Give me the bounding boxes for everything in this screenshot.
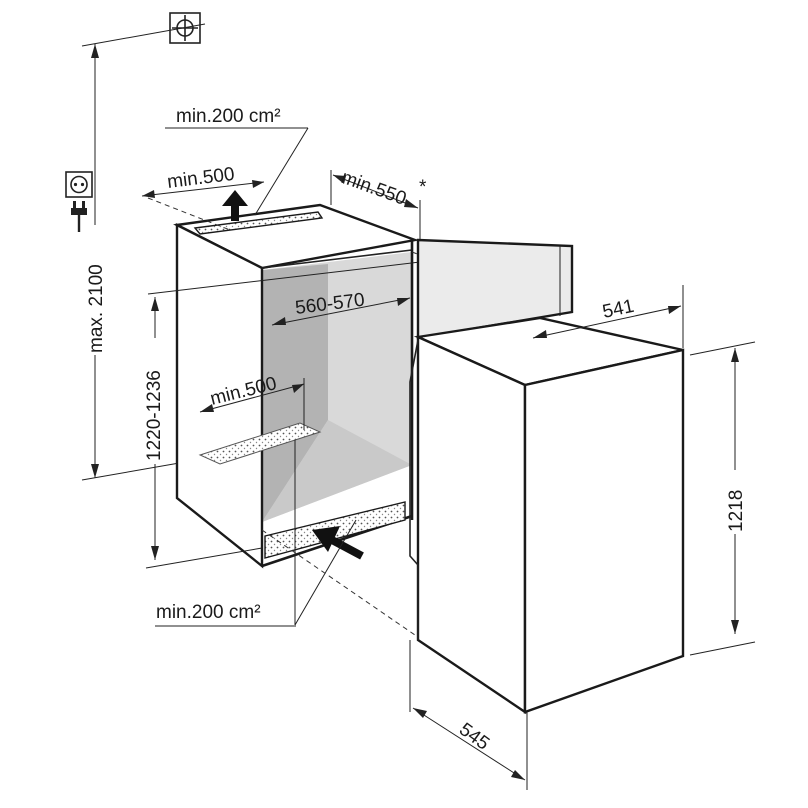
refrigerator-unit: [409, 316, 685, 715]
top-vent-area-label: min.200 cm²: [176, 106, 281, 127]
bottom-vent-area-label: min.200 cm²: [156, 602, 261, 623]
door-clearance-label: min.550: [338, 167, 409, 210]
total-height-dimension: max. 2100: [80, 44, 186, 481]
airflow-up-arrow-icon: [222, 190, 248, 221]
door-clearance-note: *: [419, 177, 427, 198]
unit-height-label: 1218: [726, 490, 747, 532]
niche-height-dimension: 1220-1236: [138, 297, 263, 569]
wall-socket-icon: [65, 171, 93, 198]
niche-side-wall: [262, 264, 328, 522]
top-vent-depth-label: min.500: [166, 164, 236, 193]
total-height-label: max. 2100: [86, 264, 107, 353]
power-plug-icon: [71, 201, 87, 232]
unit-width-label: 541: [601, 296, 636, 323]
unit-depth-label: 545: [455, 719, 493, 755]
niche-height-label: 1220-1236: [144, 370, 165, 461]
open-door-panel: [416, 238, 574, 340]
top-vent-area-callout: min.200 cm²: [165, 106, 309, 216]
niche-cabinet: [173, 203, 420, 569]
bottom-vent-area-callout: min.200 cm²: [155, 440, 357, 627]
ceiling-line: [81, 23, 206, 47]
airflow-in-arrow-icon: [312, 526, 364, 560]
niche-floor: [262, 420, 412, 522]
unit-height-dimension: 1218: [689, 341, 756, 656]
